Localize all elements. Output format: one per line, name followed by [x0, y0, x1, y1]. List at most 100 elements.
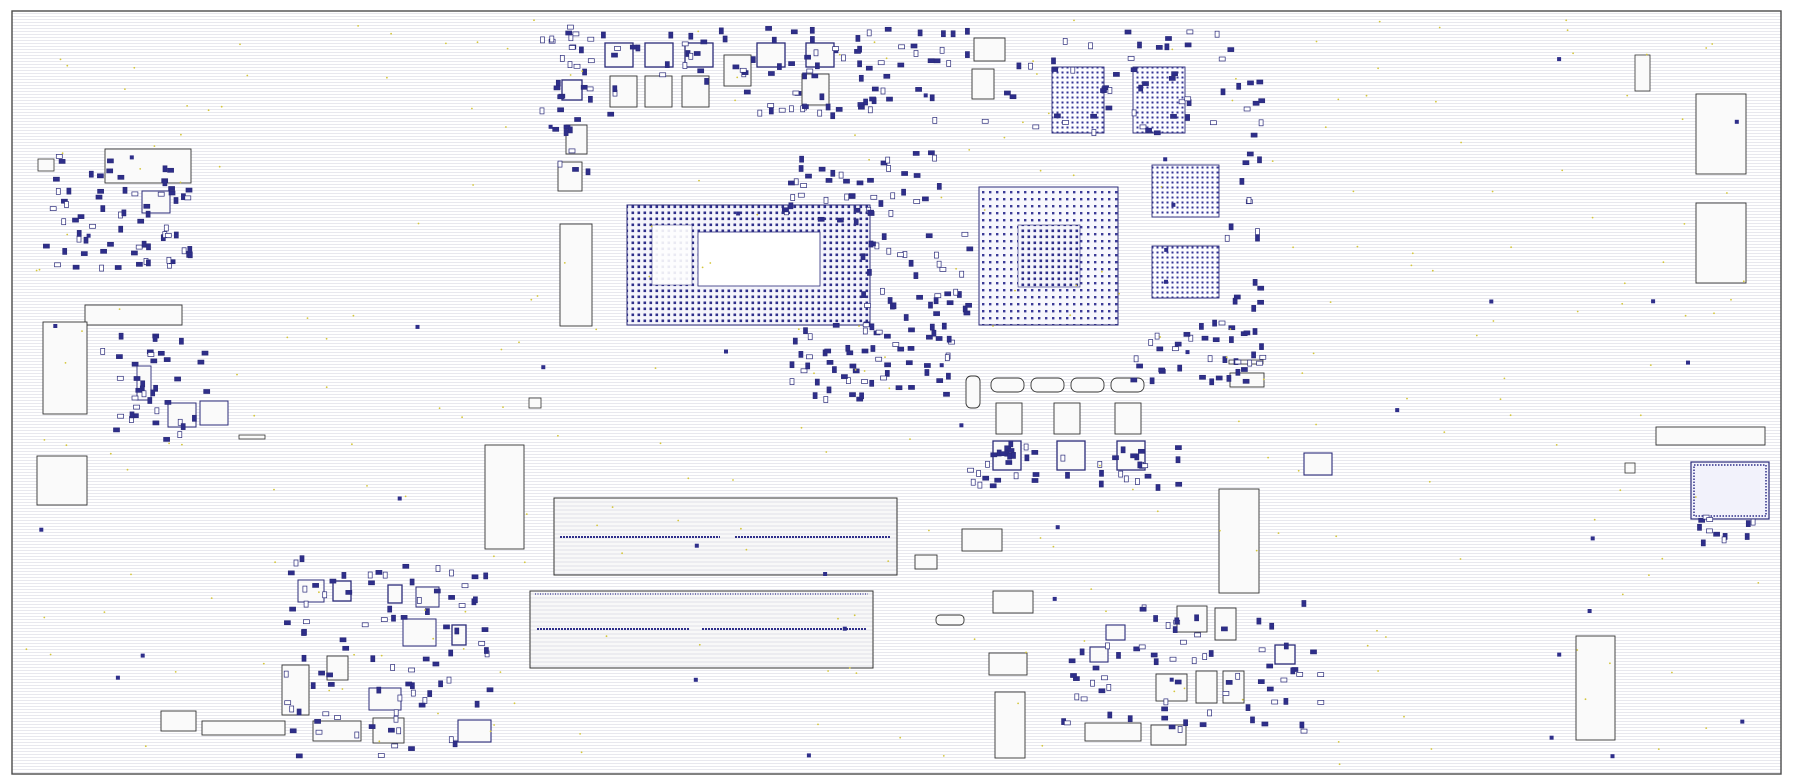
- smd-pad: [1209, 378, 1215, 386]
- via-dot: [557, 434, 559, 437]
- smd-pad: [173, 197, 179, 204]
- smd-pad: [478, 641, 486, 646]
- smd-pad: [1208, 650, 1214, 657]
- via-dot: [1337, 98, 1340, 101]
- smd-pad: [1713, 531, 1720, 537]
- via-dot: [262, 662, 265, 665]
- smd-pad: [946, 372, 951, 380]
- via-dot: [837, 617, 839, 620]
- smd-pad: [137, 218, 145, 224]
- smd-pad: [813, 49, 819, 57]
- via-dot: [1231, 99, 1234, 102]
- smd-pad: [895, 385, 903, 391]
- smd-pad: [805, 173, 812, 179]
- smd-pad: [812, 392, 818, 399]
- via-dot: [505, 126, 507, 128]
- fiducial-marker: [1185, 350, 1190, 355]
- smd-pad: [1745, 520, 1751, 527]
- via-dot: [887, 560, 890, 562]
- smd-pad: [788, 180, 795, 186]
- smd-pad: [682, 62, 688, 69]
- smd-pad: [935, 336, 943, 341]
- smd-pad: [885, 156, 891, 164]
- via-dot: [1503, 377, 1506, 380]
- via-dot: [168, 442, 171, 445]
- smd-pad: [334, 715, 341, 720]
- via-dot: [366, 485, 368, 487]
- via-dot: [523, 561, 526, 564]
- via-dot: [1356, 245, 1359, 248]
- smd-pad: [819, 93, 825, 101]
- smd-pad: [422, 697, 428, 704]
- smd-pad: [869, 96, 876, 102]
- smd-pad: [1113, 72, 1120, 77]
- smd-pad: [982, 475, 990, 481]
- smd-pad: [409, 578, 415, 586]
- smd-pad: [164, 400, 172, 405]
- via-dot: [186, 105, 189, 107]
- smd-pad: [936, 260, 942, 268]
- smd-pad: [688, 32, 694, 40]
- via-dot: [1301, 372, 1304, 374]
- smd-pad: [1697, 523, 1702, 531]
- smd-pad: [1097, 461, 1103, 468]
- smd-pad: [611, 52, 618, 58]
- smd-pad: [789, 105, 794, 113]
- via-dot: [274, 561, 276, 564]
- smd-pad: [788, 202, 794, 210]
- via-dot: [1757, 582, 1760, 584]
- smd-pad: [432, 661, 440, 667]
- smd-pad: [574, 117, 581, 122]
- smd-pad: [722, 35, 728, 43]
- smd-pad: [1243, 106, 1251, 112]
- smd-pad: [376, 686, 382, 694]
- smd-pad: [823, 396, 829, 403]
- smd-pad: [1023, 443, 1029, 451]
- via-dot: [1475, 334, 1478, 337]
- via-dot: [1705, 727, 1708, 729]
- via-dot: [698, 643, 701, 646]
- smd-pad: [416, 597, 422, 604]
- smd-pad: [1062, 38, 1068, 45]
- fiducial-marker: [1489, 299, 1494, 304]
- via-dot: [1410, 264, 1413, 267]
- smd-pad: [838, 171, 844, 179]
- smd-pad: [147, 352, 155, 357]
- smd-pad: [314, 719, 321, 724]
- smd-pad: [1161, 715, 1169, 721]
- via-dot: [49, 653, 52, 656]
- smd-pad: [789, 378, 795, 385]
- smd-pad: [135, 244, 143, 250]
- smd-pad: [201, 350, 209, 356]
- smd-pad: [799, 155, 804, 163]
- smd-pad: [811, 73, 819, 79]
- smd-pad: [768, 107, 774, 115]
- smd-pad: [845, 344, 851, 352]
- via-dot: [61, 152, 64, 155]
- smd-pad: [483, 572, 489, 580]
- smd-pad: [77, 214, 85, 219]
- smd-pad: [890, 192, 896, 200]
- smd-pad: [1259, 343, 1264, 350]
- smd-pad: [1283, 698, 1289, 705]
- smd-pad: [582, 68, 587, 76]
- smd-pad: [901, 188, 906, 196]
- smd-pad: [310, 682, 316, 689]
- smd-pad: [913, 50, 919, 57]
- via-dot: [1705, 47, 1708, 49]
- smd-pad: [824, 348, 832, 354]
- via-dot: [220, 105, 223, 108]
- via-dot: [65, 444, 68, 447]
- smd-pad: [1201, 335, 1209, 341]
- smd-pad: [1165, 36, 1172, 41]
- via-dot: [1584, 698, 1587, 701]
- smd-pad: [402, 563, 410, 569]
- smd-pad: [553, 85, 561, 91]
- smd-pad: [1068, 658, 1076, 664]
- smd-pad: [461, 583, 469, 589]
- via-dot: [1366, 644, 1369, 647]
- smd-pad: [289, 728, 297, 734]
- smd-pad: [1317, 672, 1325, 677]
- smd-pad: [1194, 614, 1199, 622]
- smd-pad: [732, 64, 740, 70]
